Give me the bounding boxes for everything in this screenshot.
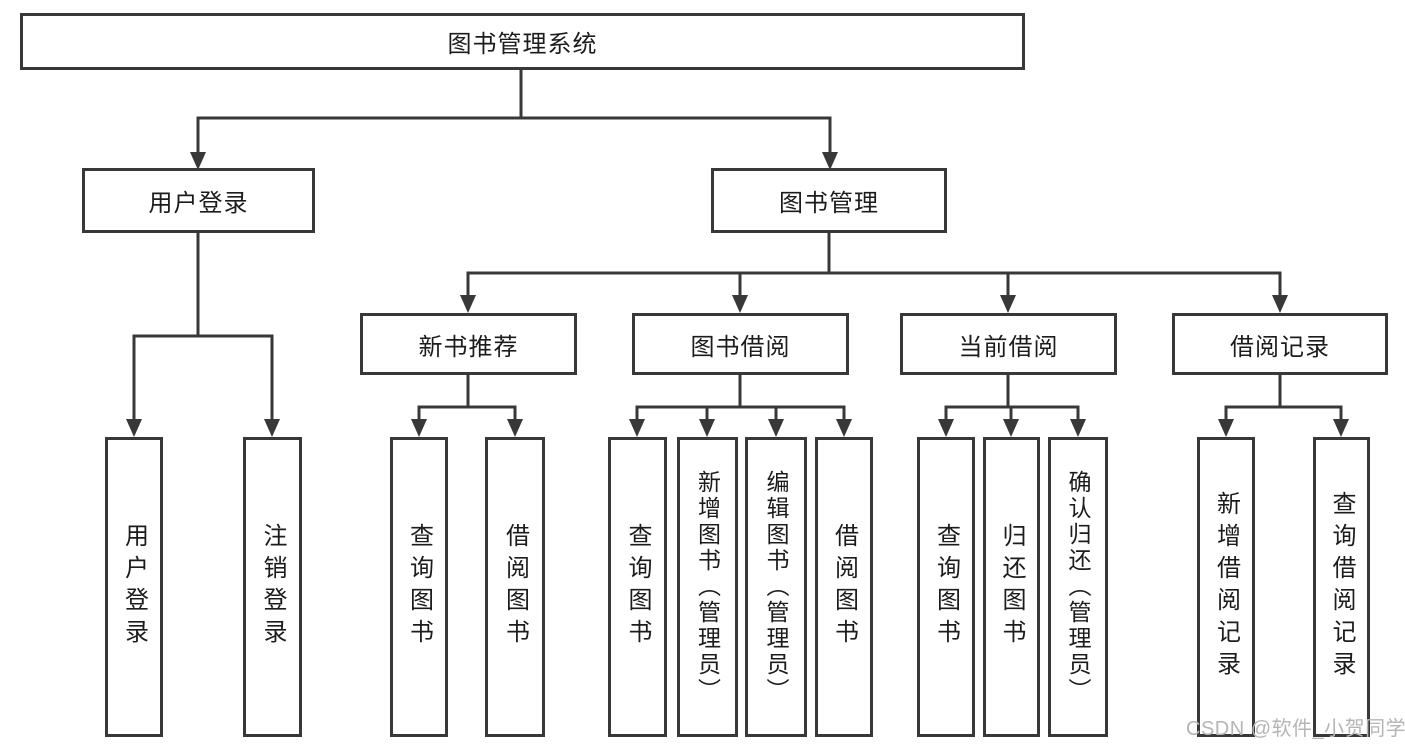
node-label: 用户登录 — [120, 523, 148, 651]
leaf-records-query-record: 查询借阅记录 — [1313, 437, 1370, 737]
node-label: 图书管理系统 — [447, 31, 598, 58]
leaf-borrow-add-books-admin: 新增图书（管理员） — [677, 437, 738, 737]
arrowhead-icon — [768, 419, 784, 437]
arrowhead-icon — [460, 295, 476, 313]
node-label: 图书借阅 — [690, 333, 791, 361]
node-borrow-records: 借阅记录 — [1172, 313, 1388, 375]
node-label: 新增借阅记录 — [1212, 491, 1240, 683]
node-label: 借阅图书 — [501, 523, 529, 651]
leaf-logout-login: 注销登录 — [243, 437, 302, 737]
connector-borrow-records — [1224, 373, 1343, 423]
connector-book-borrow — [635, 373, 846, 423]
node-label: 查询图书 — [405, 523, 433, 651]
node-label: 当前借阅 — [958, 333, 1059, 361]
arrowhead-icon — [411, 419, 427, 437]
leaf-records-add-record: 新增借阅记录 — [1197, 437, 1255, 737]
arrowhead-icon — [732, 295, 748, 313]
arrowhead-icon — [1000, 295, 1016, 313]
arrowhead-icon — [1003, 419, 1019, 437]
connector-book-mgmt — [466, 230, 1282, 298]
arrowhead-icon — [190, 152, 206, 170]
node-new-book-recommend: 新书推荐 — [360, 313, 577, 375]
leaf-recommend-borrow-books: 借阅图书 — [485, 437, 545, 737]
connector-root — [196, 68, 832, 156]
arrowhead-icon — [822, 152, 838, 170]
node-book-borrow: 图书借阅 — [632, 313, 849, 375]
arrowhead-icon — [264, 419, 280, 437]
arrowhead-icon — [629, 419, 645, 437]
leaf-current-return-books: 归还图书 — [983, 437, 1040, 737]
node-label: 借阅记录 — [1230, 333, 1330, 361]
leaf-user-login: 用户登录 — [105, 437, 163, 737]
arrowhead-icon — [836, 419, 852, 437]
node-library-system: 图书管理系统 — [20, 13, 1025, 70]
arrowhead-icon — [699, 419, 715, 437]
node-label: 归还图书 — [998, 523, 1025, 651]
arrowhead-icon — [507, 419, 523, 437]
arrowhead-icon — [1333, 419, 1349, 437]
arrowhead-icon — [1070, 419, 1086, 437]
leaf-current-confirm-return-admin: 确认归还（管理员） — [1048, 437, 1108, 737]
arrowhead-icon — [1218, 419, 1234, 437]
leaf-borrow-borrow-books: 借阅图书 — [815, 437, 873, 737]
arrowhead-icon — [126, 419, 142, 437]
node-label: 借阅图书 — [830, 523, 858, 651]
leaf-borrow-query-books: 查询图书 — [608, 437, 667, 737]
node-label: 查询借阅记录 — [1328, 491, 1355, 683]
node-label: 编辑图书（管理员） — [763, 470, 789, 704]
node-label: 图书管理 — [779, 190, 879, 217]
arrowhead-icon — [1272, 295, 1288, 313]
leaf-recommend-query-books: 查询图书 — [390, 437, 448, 737]
node-current-borrow: 当前借阅 — [900, 313, 1117, 375]
node-label: 确认归还（管理员） — [1065, 470, 1091, 704]
leaf-current-query-books: 查询图书 — [917, 437, 975, 737]
node-book-mgmt: 图书管理 — [711, 168, 947, 233]
node-label: 用户登录 — [148, 190, 249, 217]
connector-new-book — [417, 373, 517, 423]
csdn-watermark: CSDN @软件_小贺同学 — [1186, 718, 1405, 740]
node-label: 新书推荐 — [418, 333, 519, 361]
node-user-login: 用户登录 — [82, 168, 315, 233]
connector-user-login — [132, 231, 274, 423]
arrowhead-icon — [938, 419, 954, 437]
node-label: 查询图书 — [624, 523, 651, 651]
node-label: 注销登录 — [259, 523, 286, 651]
node-label: 查询图书 — [932, 523, 960, 651]
connector-current-borrow — [944, 373, 1080, 423]
node-label: 新增图书（管理员） — [694, 470, 721, 704]
leaf-borrow-edit-books-admin: 编辑图书（管理员） — [745, 437, 807, 737]
